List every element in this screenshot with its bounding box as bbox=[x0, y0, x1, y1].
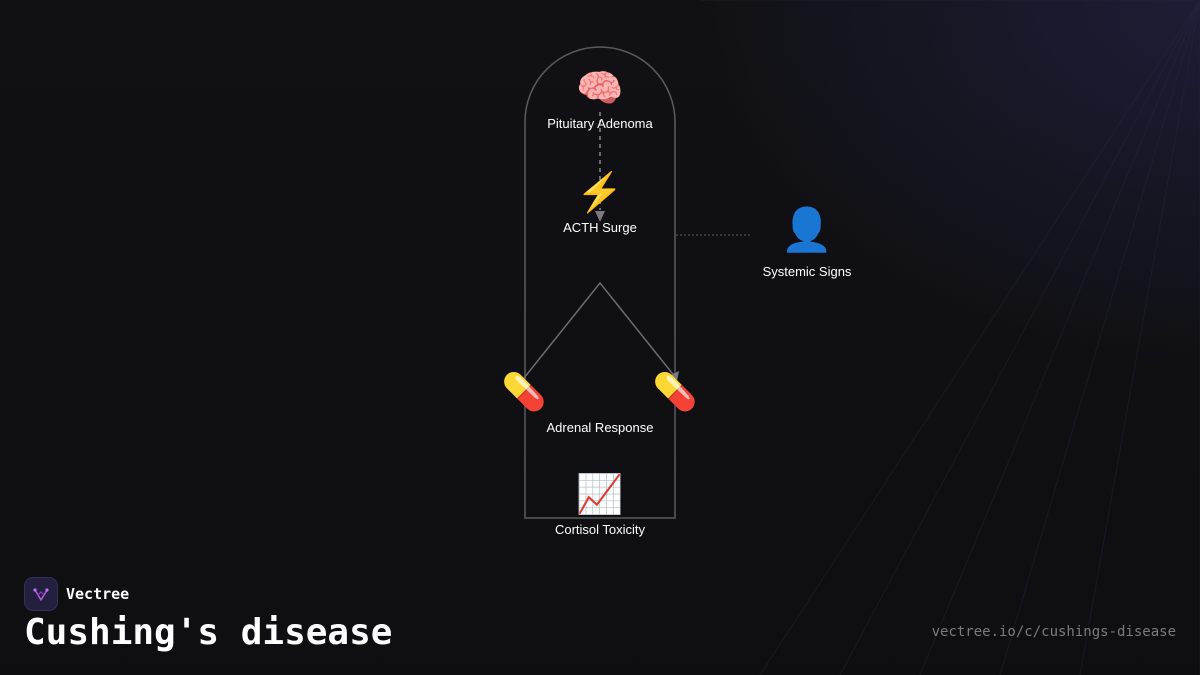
brand[interactable]: Vectree bbox=[24, 577, 129, 611]
pill-icon: 💊 bbox=[652, 371, 698, 412]
person-icon: 👤 bbox=[780, 206, 834, 253]
page-url[interactable]: vectree.io/c/cushings-disease bbox=[931, 624, 1176, 640]
node-cortisol-toxicity: 📈 Cortisol Toxicity bbox=[500, 472, 700, 538]
page-title: Cushing's disease bbox=[24, 612, 393, 653]
adrenal-branch-arrowhead bbox=[671, 371, 679, 381]
node-pituitary-adenoma: 🧠 Pituitary Adenoma bbox=[500, 66, 700, 132]
node-acth-surge: ⚡ ACTH Surge bbox=[500, 170, 700, 236]
node-label: Adrenal Response bbox=[546, 420, 654, 435]
node-label: ACTH Surge bbox=[563, 220, 637, 235]
pathway-outline bbox=[524, 46, 676, 519]
node-label: Pituitary Adenoma bbox=[547, 116, 653, 131]
node-adrenal-response: Adrenal Response bbox=[500, 420, 700, 436]
node-systemic-signs: 👤 Systemic Signs bbox=[707, 205, 907, 280]
vectree-logo-icon bbox=[24, 577, 58, 611]
node-label: Systemic Signs bbox=[762, 264, 852, 279]
pituitary-to-acth-arrowhead bbox=[595, 211, 605, 222]
brain-icon: 🧠 bbox=[576, 68, 624, 110]
chart-increasing-icon: 📈 bbox=[576, 474, 624, 516]
brand-name: Vectree bbox=[66, 585, 130, 603]
acth-to-adrenal-branch bbox=[523, 281, 677, 379]
lightning-icon: ⚡ bbox=[576, 172, 624, 214]
pill-icon: 💊 bbox=[501, 371, 547, 412]
node-label: Cortisol Toxicity bbox=[554, 522, 646, 537]
